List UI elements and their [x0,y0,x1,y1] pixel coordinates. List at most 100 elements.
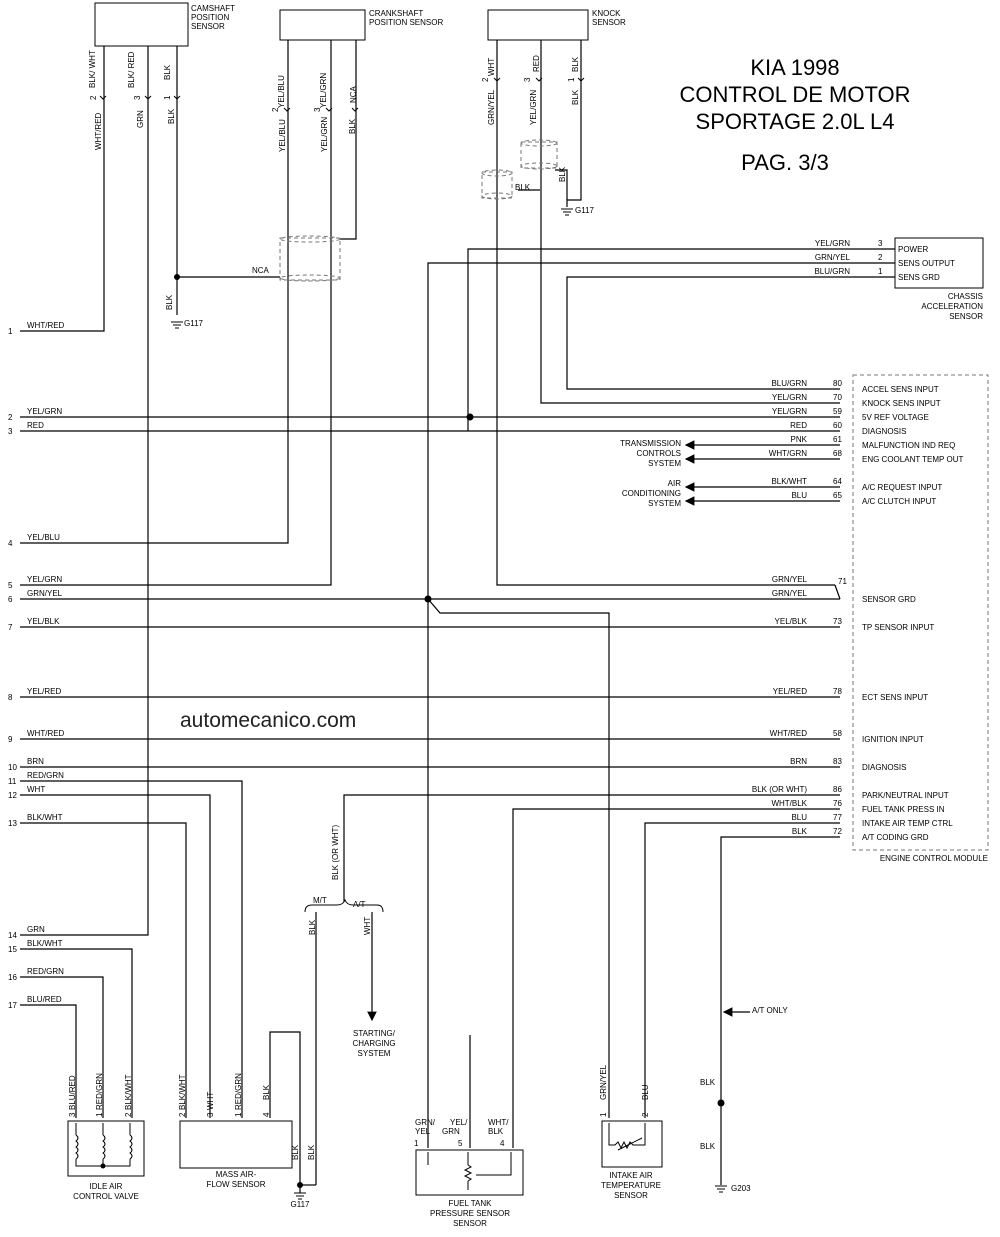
ecm-wire-color-64: BLK/WHT [771,477,807,486]
crank-label-2: POSITION SENSOR [369,18,443,27]
trans-label-2: CONTROLS [637,449,681,458]
iat-pin-1-num: 1 [599,1112,608,1117]
iac-pin-2-num: 2 [124,1112,133,1117]
fuel-label-2: PRESSURE SENSOR [430,1209,510,1218]
ecm-function-76: FUEL TANK PRESS IN [862,805,945,814]
left-line-color-14: GRN [27,925,45,934]
left-line-color-2: YEL/GRN [27,407,62,416]
crank-wire-2: YEL/GRN [320,117,329,152]
crankshaft-sensor-box [279,9,366,41]
crank-label-1: CRANKSHAFT [369,9,423,18]
ecm-wire-color-sensor-grd: GRN/YEL [772,589,808,598]
ac-label-1: AIR [668,479,682,488]
ecm-wire-color-70: YEL/GRN [772,393,807,402]
at-wire: WHT [363,917,372,935]
chassis-wire-3: YEL/GRN [815,239,850,248]
left-line-number-13: 13 [8,819,17,828]
maf-ground-wire [269,1031,301,1185]
g203-label: G203 [731,1184,751,1193]
maf-pin-3-num: 3 [206,1112,215,1117]
crank-shield [279,235,341,282]
ground-g117-top [171,321,183,329]
ecm-function-64: A/C REQUEST INPUT [862,483,942,492]
knock-label-1: KNOCK [592,9,621,18]
ecm-wire-color-83: BRN [790,757,807,766]
left-line-number-12: 12 [8,791,17,800]
crank-wire-1: YEL/BLU [278,119,287,152]
iac-pin-1-num: 1 [95,1112,104,1117]
knock-shield-wire-2: BLK [558,166,567,182]
maf-pin-1-num: 1 [234,1112,243,1117]
splice-cam-ground [174,274,180,280]
cam-pin-3-color: BLK [163,64,172,80]
left-line-color-15: BLK/WHT [27,939,63,948]
iac-pin-3-color: BLU/RED [68,1075,77,1110]
left-line-color-13: BLK/WHT [27,813,63,822]
cam-pin-1-color: BLK/ WHT [88,50,97,88]
left-line-number-8: 8 [8,693,13,702]
mt-wire: BLK [308,919,317,935]
title-line-3: SPORTAGE 2.0L L4 [696,109,895,134]
knock-sensor-box [487,9,589,41]
ecm-pin-60: 60 [833,421,842,430]
ecm-function-58: IGNITION INPUT [862,735,924,744]
splice-ecm-ground [717,1099,725,1107]
knock-pin-2-color: RED [532,55,541,72]
left-line-number-15: 15 [8,945,17,954]
iac-pin-1-color: RED/GRN [95,1073,104,1110]
ecm-pin-86: 86 [833,785,842,794]
left-line-color-17: BLU/RED [27,995,62,1004]
iat-pin-2-color: BLU [641,1084,650,1100]
chassis-label-3: SENSOR [949,312,983,321]
g117-label-3: G117 [291,1200,311,1209]
ecm-wire-color-73: YEL/BLK [775,617,808,626]
mt-label: M/T [313,896,327,905]
ecm-function-68: ENG COOLANT TEMP OUT [862,455,963,464]
left-line-number-14: 14 [8,931,17,940]
ecm-function-61: MALFUNCTION IND REQ [862,441,955,450]
left-line-color-6: GRN/YEL [27,589,63,598]
maf-pin-3-color: WHT [206,1092,215,1110]
top-connector-carets [99,77,585,112]
maf-pin-2-color: BLK/WHT [178,1074,187,1110]
trans-label-3: SYSTEM [648,459,681,468]
iac-pin-2-color: BLK/WHT [124,1074,133,1110]
idle-air-valve-box [67,1120,145,1177]
maf-label-2: FLOW SENSOR [206,1180,265,1189]
iat-label-3: SENSOR [614,1191,648,1200]
ecm-wire-color-65: BLU [791,491,807,500]
g117-label-1: G117 [184,319,204,328]
chassis-wire-2: GRN/YEL [815,253,851,262]
crankshaft-pins: YEL/BLU 2 YEL/GRN 3 NCA YEL/BLU YEL/GRN … [271,73,358,152]
left-line-color-9: WHT/RED [27,729,65,738]
ecm-wire-color-72: BLK [792,827,808,836]
ecm-pin-65: 65 [833,491,842,500]
ecm-function-sensor-grd: SENSOR GRD [862,595,916,604]
chassis-function-1: SENS GRD [898,273,940,282]
fuel-pin-5-num: 5 [458,1139,463,1148]
fuel-pin-4-num: 4 [500,1139,505,1148]
ecm-wire-color-78: YEL/RED [773,687,807,696]
ecm-pin-76: 76 [833,799,842,808]
fuel-pin-4-color-b: BLK [488,1127,504,1136]
fuel-label-3: SENSOR [453,1219,487,1228]
ecm-pin-78: 78 [833,687,842,696]
chassis-accel-sensor-box [894,237,984,289]
ecm-pin-70: 70 [833,393,842,402]
ecm-wire-color-68: WHT/GRN [769,449,807,458]
iat-pin-1-color: GRN/YEL [599,1064,608,1100]
iat-pin-2-num: 2 [641,1112,650,1117]
maf-label-1: MASS AIR- [216,1170,257,1179]
ecm-wire-color-59: YEL/GRN [772,407,807,416]
ecm-pin-72: 72 [833,827,842,836]
left-line-wires [20,416,841,1185]
iac-label-1: IDLE AIR [90,1182,123,1191]
ecm-pin-73: 73 [833,617,842,626]
left-line-color-5: YEL/GRN [27,575,62,584]
knock-label-2: SENSOR [592,18,626,27]
ground-g117-knock [561,208,573,216]
title-line-1: KIA 1998 [750,55,839,80]
ac-label-3: SYSTEM [648,499,681,508]
chassis-pin-3: 3 [878,239,883,248]
